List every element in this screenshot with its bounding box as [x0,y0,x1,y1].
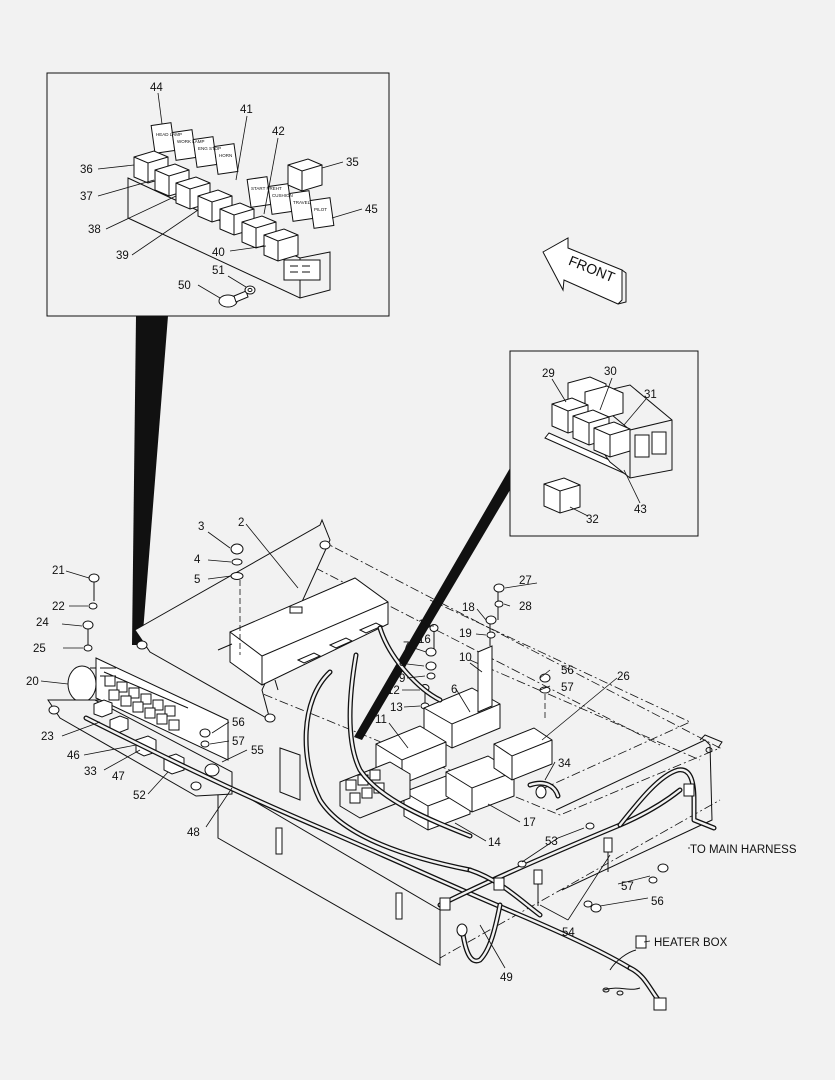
front-panel [217,779,441,966]
relay-35 [287,158,323,192]
callout-43: 43 [634,504,647,516]
callout-38: 38 [88,224,101,236]
note-heater-box: HEATER BOX [654,937,728,949]
main-callouts: 3 2 4 5 21 27 22 28 24 18 15 16 19 25 7 … [26,517,797,984]
horn-20 [67,665,97,703]
callout-16: 16 [418,634,431,646]
callout-25: 25 [33,643,46,655]
callout-11: 11 [375,714,387,726]
callout-55: 53 [545,836,558,848]
callout-8: 8 [399,657,405,669]
relay-label-plates: HEAD LAMP WORK LAMP ENG STOP HORN START … [150,122,335,229]
note-main-harness: TO MAIN HARNESS [690,844,797,856]
callout-20: 20 [26,676,39,688]
callout-15: 15 [418,619,431,631]
callout-9: 9 [399,673,405,685]
callout-26: 26 [617,671,630,683]
relay-label-2: WORK LAMP [177,139,205,144]
detail-pointer-1 [132,316,168,645]
callout-49: 49 [500,972,513,984]
relay-label-4: HORN [219,153,232,158]
callout-56: 56 [561,665,574,677]
callout-14: 14 [488,837,501,849]
callout-56c: 56 [651,896,664,908]
callout-5: 5 [194,574,200,586]
relay-label-8: PILOT [314,207,327,212]
callout-19: 19 [459,628,472,640]
callout-57b: 57 [232,736,245,748]
relay-cubes [133,150,323,262]
callout-40: 40 [212,247,225,259]
callout-29: 29 [542,368,555,380]
inset-relay-panel: HEAD LAMP WORK LAMP ENG STOP HORN START … [46,72,390,317]
relay-label-7: TRAVEL [293,200,311,205]
callout-23: 23 [41,731,54,743]
front-arrow: FRONT [542,237,627,305]
controller-box-2 [229,577,389,686]
screw-50 [218,285,256,308]
callout-53: 55 [251,745,264,757]
callout-34: 52 [133,790,146,802]
callout-47: 47 [112,771,125,783]
callout-12: 12 [387,685,400,697]
callout-52: 34 [558,758,571,770]
relay-32 [543,477,581,514]
callout-33: 33 [84,766,97,778]
callout-7: 7 [403,641,409,653]
callout-57c: 57 [621,881,634,893]
callout-4: 4 [194,554,201,566]
callout-44: 44 [150,82,163,94]
callout-31: 31 [644,389,657,401]
bolts-washers [82,543,669,913]
callout-10: 10 [459,652,472,664]
callout-22: 22 [52,601,65,613]
callout-24: 24 [36,617,49,629]
callout-13: 13 [390,702,403,714]
wire-harness [83,625,717,1011]
callout-42: 42 [272,126,285,138]
relay-label-1: HEAD LAMP [156,132,182,137]
detail-pointer-2 [354,468,510,740]
callout-6: 6 [451,684,457,696]
callout-39: 39 [116,250,129,262]
main-leaders [40,523,690,969]
callout-35: 35 [346,157,359,169]
callout-56b: 56 [232,717,245,729]
callout-30: 30 [604,366,617,378]
relay-label-6: CUSHION [272,193,293,198]
callout-54: 54 [562,927,575,939]
callout-32: 32 [586,514,599,526]
callout-2: 2 [238,517,244,529]
callout-48: 48 [187,827,200,839]
module-26 [493,727,553,781]
relay-label-5: START PREHT [251,186,282,191]
callout-57: 57 [561,682,574,694]
callout-27: 27 [519,575,532,587]
inset-relay-unit: 29 30 31 43 32 [509,350,699,537]
bracket-10 [477,645,493,713]
callout-45: 45 [365,204,378,216]
callout-17: 17 [523,817,536,829]
callout-18: 18 [462,602,475,614]
callout-41: 41 [240,104,253,116]
callout-50: 50 [178,280,191,292]
main-assembly [40,518,723,1011]
inset1-leaders [97,92,363,299]
callout-3: 3 [198,521,204,533]
callout-21: 21 [52,565,65,577]
callout-37: 37 [80,191,93,203]
relay-label-3: ENG STOP [198,146,221,151]
callout-46: 46 [67,750,80,762]
callout-36: 36 [80,164,93,176]
callout-51: 51 [212,265,225,277]
callout-28: 28 [519,601,532,613]
